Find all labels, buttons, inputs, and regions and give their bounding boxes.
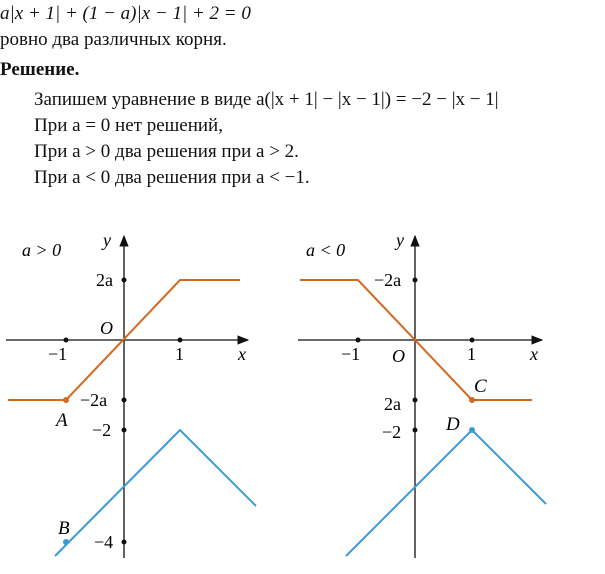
right-point-d [469,427,475,433]
left-case-label: a > 0 [22,240,61,260]
left-point-b [63,539,69,545]
right-y-tick-neg2: −2 [382,422,401,442]
left-tick-dot [121,427,127,433]
right-tick-dot [412,277,418,283]
right-tick-dot [469,337,475,343]
right-point-d-label: D [445,414,460,435]
right-orange-graph [300,279,532,401]
solution-line-2: При a = 0 нет решений, [34,115,223,136]
left-tick-dot [121,397,127,403]
left-y-tick-neg4: −4 [94,532,113,552]
left-graph: a > 0 y x O −1 1 2a −2a −2 −4 A B [6,230,257,558]
left-y-tick-2a: 2a [96,270,113,290]
right-y-label: y [394,230,404,250]
right-tick-dot [355,337,361,343]
left-point-b-label: B [58,518,70,539]
right-tick-dot [412,397,418,403]
problem-equation: a|x + 1| + (1 − a)|x − 1| + 2 = 0 [0,3,251,24]
left-y-tick-neg2: −2 [92,420,111,440]
left-y-label: y [101,230,111,250]
right-case-label: a < 0 [306,240,345,260]
right-x-tick-1: 1 [467,344,476,364]
left-y-tick-neg2a: −2a [80,390,107,410]
right-blue-graph [345,428,547,557]
left-tick-dot [177,337,183,343]
left-tick-dot [121,539,127,545]
solution-line-4: При a < 0 два решения при a < −1. [34,167,310,188]
right-x-label: x [529,344,538,364]
left-point-a [63,397,69,403]
right-x-tick-neg1: −1 [341,344,360,364]
right-origin-label: O [392,346,405,366]
left-tick-dot [63,337,69,343]
left-x-tick-1: 1 [175,344,184,364]
right-point-c [469,397,475,403]
left-point-a-label: A [54,410,68,431]
right-y-tick-neg2a: −2a [374,270,401,290]
left-orange-graph [8,279,240,401]
right-graph: a < 0 y x O −1 1 −2a 2a −2 C D [298,230,547,558]
solution-line-3: При a > 0 два решения при a > 2. [34,141,299,162]
left-blue-graph [54,428,257,557]
left-x-label: x [237,344,246,364]
solution-heading: Решение. [0,59,80,80]
right-y-tick-2a: 2a [384,394,401,414]
left-x-tick-neg1: −1 [48,344,67,364]
solution-line-1: Запишем уравнение в виде a(|x + 1| − |x … [34,89,499,110]
problem-text: ровно два различных корня. [0,29,227,50]
graphs-figure: a > 0 y x O −1 1 2a −2a −2 −4 A B a < 0 … [6,230,547,558]
right-point-c-label: C [474,376,487,397]
left-origin-label: O [100,318,113,338]
right-tick-dot [412,427,418,433]
left-tick-dot [121,277,127,283]
